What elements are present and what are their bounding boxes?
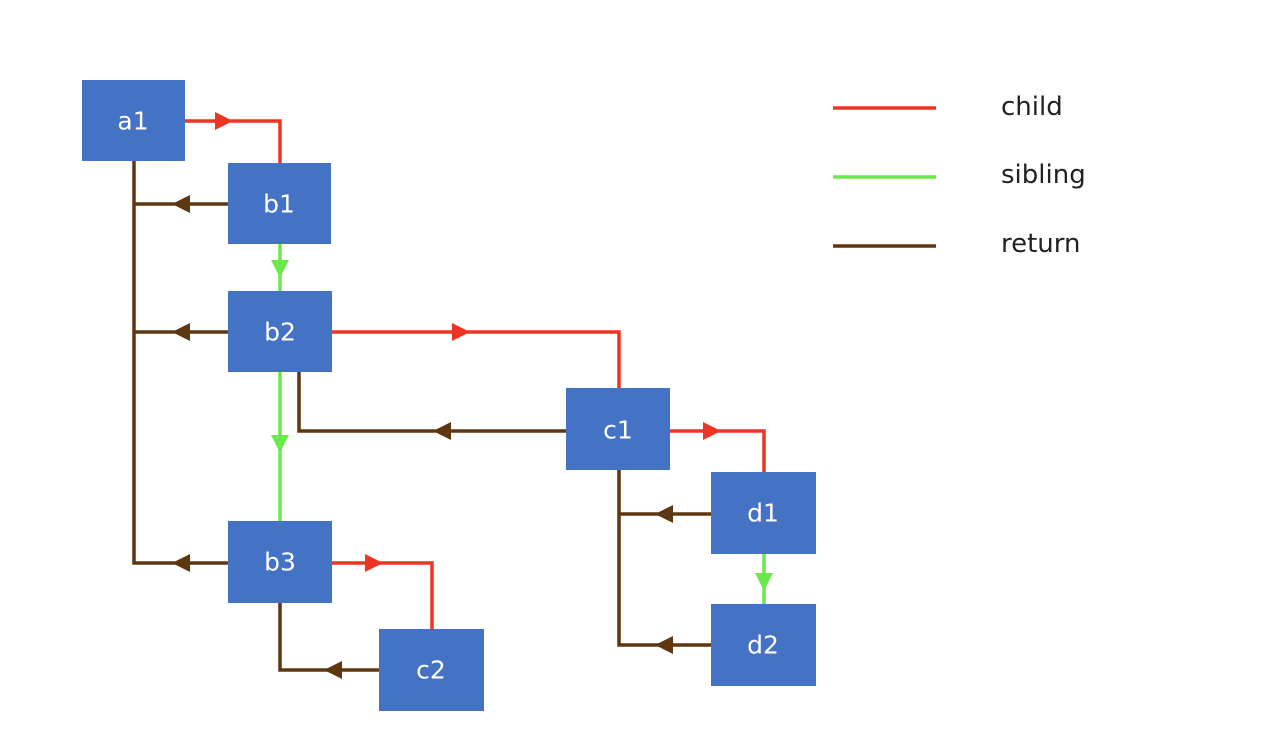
arrow-left-icon <box>433 422 451 440</box>
return-edge-c1-b2 <box>297 372 566 433</box>
child-edges <box>185 112 766 629</box>
sibling-edges <box>271 244 773 604</box>
arrow-down-icon <box>271 260 289 278</box>
node-c1: c1 <box>566 388 670 470</box>
node-label: b2 <box>264 318 296 347</box>
node-b1: b1 <box>228 163 331 244</box>
node-label: c1 <box>603 416 633 445</box>
arrow-down-icon <box>271 435 289 453</box>
legend-label-sibling: sibling <box>1001 160 1086 190</box>
legend-label-child: child <box>1001 92 1063 122</box>
node-d1: d1 <box>711 472 816 554</box>
arrow-down-icon <box>755 573 773 591</box>
arrow-right-icon <box>452 323 470 341</box>
child-edge-a1-b1 <box>185 119 282 163</box>
arrow-right-icon <box>703 422 721 440</box>
node-c2: c2 <box>379 629 484 711</box>
arrow-left-icon <box>172 554 190 572</box>
arrow-left-icon <box>324 661 342 679</box>
arrow-left-icon <box>172 195 190 213</box>
arrow-left-icon <box>655 636 673 654</box>
arrow-right-icon <box>365 554 383 572</box>
child-edge-c1-d1 <box>670 429 766 472</box>
return-edges <box>132 160 711 679</box>
child-edge-b3-c2 <box>332 561 434 629</box>
arrow-right-icon <box>215 112 233 130</box>
return-edge-d2-c1 <box>617 470 711 647</box>
arrow-left-icon <box>172 323 190 341</box>
node-label: c2 <box>416 656 446 685</box>
return-edge-c2-b3 <box>278 603 379 672</box>
arrow-left-icon <box>655 505 673 523</box>
node-label: d2 <box>747 631 779 660</box>
node-d2: d2 <box>711 604 816 686</box>
return-edge-b3-a1 <box>132 160 228 565</box>
node-label: b1 <box>263 190 295 219</box>
node-b2: b2 <box>228 291 332 372</box>
node-label: d1 <box>747 499 779 528</box>
node-label: b3 <box>264 548 296 577</box>
legend: child sibling return <box>833 92 1086 259</box>
node-b3: b3 <box>228 521 332 603</box>
legend-label-return: return <box>1001 229 1081 259</box>
node-a1: a1 <box>82 80 185 161</box>
node-label: a1 <box>117 107 148 136</box>
child-edge-b2-c1 <box>332 330 621 388</box>
